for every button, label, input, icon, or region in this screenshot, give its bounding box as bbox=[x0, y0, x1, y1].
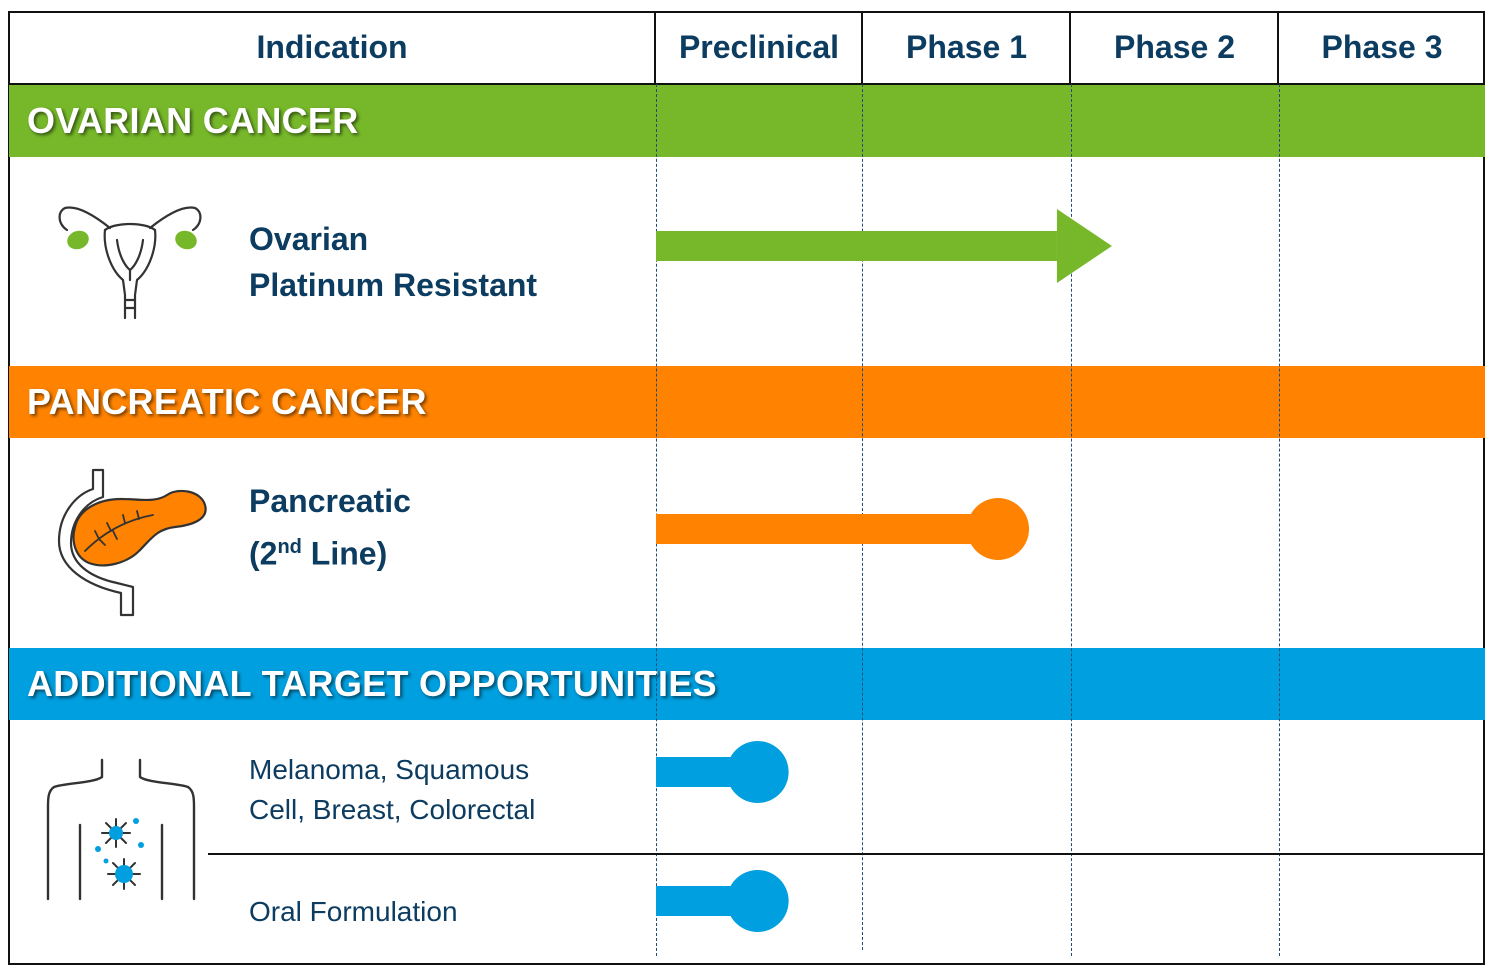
indication-pancreatic: Pancreatic (2nd Line) bbox=[249, 478, 411, 577]
band-label-pancreatic: PANCREATIC CANCER bbox=[27, 381, 427, 422]
phase-divider-dashed bbox=[1279, 84, 1280, 956]
indication-additional-item1-line2: Cell, Breast, Colorectal bbox=[249, 794, 536, 825]
ovary-icon bbox=[58, 206, 202, 320]
row-separator bbox=[208, 853, 1485, 855]
header-phase-2: Phase 2 bbox=[1114, 29, 1235, 65]
indication-pancreatic-line2-pre: (2 bbox=[249, 535, 278, 572]
indication-ovarian: Ovarian Platinum Resistant bbox=[249, 216, 537, 308]
header-divider bbox=[861, 11, 863, 84]
additional-item1-progress-dot bbox=[726, 741, 789, 803]
torso-cells-icon bbox=[46, 758, 196, 901]
indication-ovarian-line1: Ovarian bbox=[249, 221, 369, 257]
band-pancreatic-cancer: PANCREATIC CANCER bbox=[9, 366, 1485, 438]
indication-additional-item2: Oral Formulation bbox=[249, 896, 458, 927]
band-ovarian-cancer: OVARIAN CANCER bbox=[9, 85, 1485, 157]
header-divider bbox=[1069, 11, 1071, 84]
pancreatic-progress-bar bbox=[656, 514, 1003, 544]
pancreatic-progress-dot bbox=[967, 498, 1030, 560]
pipeline-table-frame bbox=[8, 11, 1485, 965]
ovarian-arrowhead bbox=[1056, 209, 1112, 283]
indication-pancreatic-line2-sup: nd bbox=[277, 536, 302, 558]
header-phase-3: Phase 3 bbox=[1321, 29, 1443, 65]
additional-item2-progress-dot bbox=[726, 870, 789, 932]
header-divider bbox=[1277, 11, 1279, 84]
indication-ovarian-line2: Platinum Resistant bbox=[249, 267, 538, 303]
header-bottom-rule bbox=[9, 83, 1485, 85]
header-phase-1: Phase 1 bbox=[906, 29, 1027, 65]
band-label-additional: ADDITIONAL TARGET OPPORTUNITIES bbox=[27, 663, 717, 704]
pancreas-icon bbox=[57, 468, 207, 617]
indication-pancreatic-line1: Pancreatic bbox=[249, 483, 411, 519]
band-additional-target-opportunities: ADDITIONAL TARGET OPPORTUNITIES bbox=[9, 648, 1485, 720]
header-indication: Indication bbox=[256, 29, 408, 65]
indication-additional-item1: Melanoma, Squamous Cell, Breast, Colorec… bbox=[249, 750, 535, 830]
indication-additional-item1-line1: Melanoma, Squamous bbox=[249, 754, 530, 785]
header-divider bbox=[654, 11, 656, 84]
indication-pancreatic-line2-post: Line) bbox=[301, 535, 388, 572]
band-label-ovarian: OVARIAN CANCER bbox=[27, 100, 359, 141]
header-preclinical: Preclinical bbox=[678, 29, 840, 65]
indication-pancreatic-line2: (2nd Line) bbox=[249, 524, 411, 577]
ovarian-progress-bar bbox=[656, 231, 1057, 261]
phase-divider-dashed bbox=[1071, 84, 1072, 956]
